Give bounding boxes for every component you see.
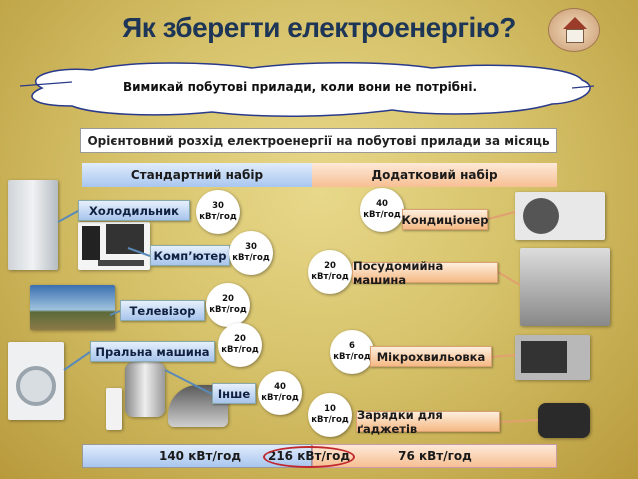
house-logo-icon — [548, 8, 600, 52]
value-unit: кВт/год — [311, 272, 349, 282]
highlight-ellipse — [263, 446, 355, 468]
value-unit: кВт/год — [232, 253, 270, 263]
charger-image — [538, 403, 590, 438]
additional-set-header: Додатковий набір — [312, 163, 557, 187]
label-dishwasher: Посудомийна машина — [352, 259, 498, 287]
label-other: Інше — [212, 383, 256, 404]
value-unit: кВт/год — [311, 415, 349, 425]
dishwasher-image — [520, 248, 610, 326]
value-number: 30 — [245, 242, 257, 252]
value-number: 30 — [212, 201, 224, 211]
value-unit: кВт/год — [363, 210, 401, 220]
standard-set-header: Стандартний набір — [82, 163, 312, 187]
value-number: 20 — [222, 294, 234, 304]
label-washing-machine: Пральна машина — [90, 341, 215, 362]
label-tv: Телевізор — [120, 300, 205, 321]
fridge-image — [8, 180, 58, 270]
tv-image — [30, 285, 115, 330]
label-microwave: Мікрохвильовка — [370, 346, 492, 367]
page-title: Як зберегти електроенергію? — [122, 12, 516, 43]
value-number: 20 — [234, 334, 246, 344]
cloud-callout — [19, 62, 595, 118]
value-number: 40 — [274, 382, 286, 392]
label-computer: Комп’ютер — [150, 245, 230, 266]
value-number: 10 — [324, 404, 336, 414]
air-conditioner-image — [515, 192, 605, 240]
value-number: 20 — [324, 261, 336, 271]
value-number: 6 — [349, 341, 355, 351]
value-unit: кВт/год — [261, 393, 299, 403]
standard-total: 140 кВт/год — [158, 449, 242, 463]
label-chargers: Зарядки для ґаджетів — [356, 408, 500, 436]
header-box: Орієнтовний розхід електроенергії на поб… — [80, 128, 557, 153]
cloud-text: Вимикай побутові прилади, коли вони не п… — [122, 80, 478, 94]
computer-image — [78, 222, 150, 270]
additional-total: 76 кВт/год — [398, 449, 472, 463]
label-air-conditioner: Кондиціонер — [402, 209, 488, 230]
value-unit: кВт/год — [209, 305, 247, 315]
label-fridge: Холодильник — [78, 200, 190, 221]
toothbrush-image — [106, 388, 122, 430]
value-unit: кВт/год — [333, 352, 371, 362]
value-unit: кВт/год — [199, 212, 237, 222]
microwave-image — [515, 335, 590, 380]
washing-machine-image — [8, 342, 64, 420]
value-unit: кВт/год — [221, 345, 259, 355]
value-number: 40 — [376, 199, 388, 209]
kettle-image — [125, 362, 165, 417]
